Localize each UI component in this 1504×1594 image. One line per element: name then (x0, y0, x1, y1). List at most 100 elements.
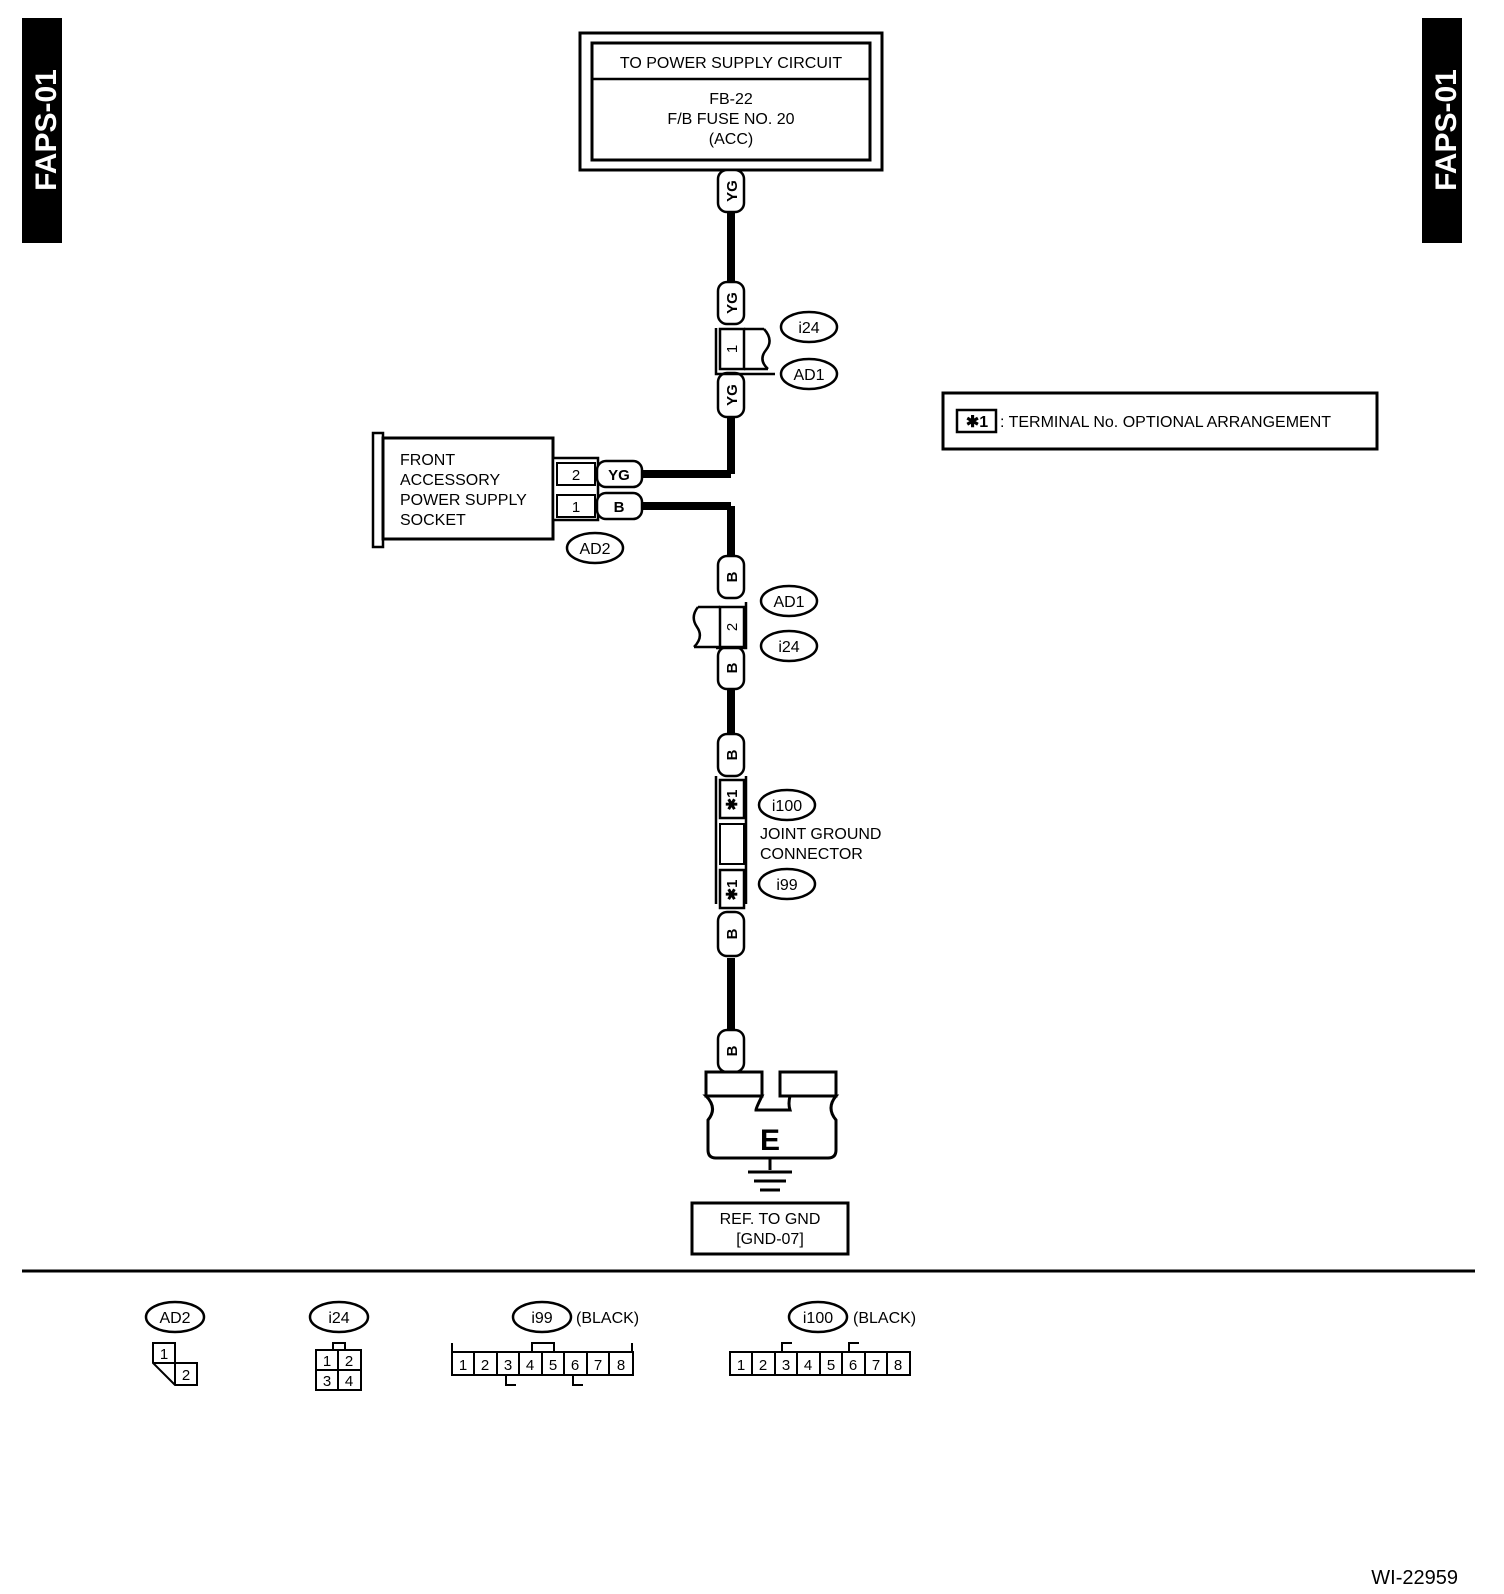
connector-i24-ad1-pin1: 1 (714, 327, 775, 376)
connector-view-i99-color: (BLACK) (576, 1310, 639, 1327)
power-supply-fuse-number: F/B FUSE NO. 20 (667, 111, 794, 128)
terminal-legend: ✱1 : TERMINAL No. OPTIONAL ARRANGEMENT (941, 391, 1379, 451)
svg-text:1: 1 (737, 1357, 745, 1374)
wire-tag-b-3: B (716, 732, 746, 778)
svg-text:YG: YG (724, 384, 741, 406)
svg-text:YG: YG (724, 292, 741, 314)
socket-label-line3: POWER SUPPLY (400, 492, 527, 509)
connector-view-i100: i100 (BLACK) 1 2 3 4 5 6 7 8 (729, 1300, 916, 1376)
svg-text:2: 2 (759, 1357, 767, 1374)
svg-text:B: B (724, 662, 741, 673)
connector-view-i99: i99 (BLACK) 1 2 3 4 5 6 7 8 (451, 1300, 639, 1386)
socket-pin-1: 1 (572, 499, 580, 516)
ground-terminal-e: E (702, 1070, 840, 1160)
svg-text:i99: i99 (776, 877, 797, 894)
wire-tag-b-4: B (716, 910, 746, 958)
wire-tag-yg-2: YG (716, 280, 746, 326)
connector-view-i24: i24 1 2 3 4 (308, 1300, 370, 1391)
ground-reference-box: REF. TO GND [GND-07] (690, 1201, 850, 1256)
connector-view-ad2: AD2 1 2 (144, 1300, 206, 1386)
svg-text:2: 2 (724, 623, 741, 631)
legend-text: : TERMINAL No. OPTIONAL ARRANGEMENT (1000, 414, 1331, 431)
wire-tag-yg-socket: YG (595, 459, 644, 489)
joint-ground-connector: ✱1 ✱1 (714, 776, 748, 910)
ground-ref-line1: REF. TO GND (720, 1211, 821, 1228)
svg-text:2: 2 (345, 1353, 353, 1370)
label-ad2: AD2 (565, 531, 625, 565)
svg-text:4: 4 (526, 1357, 534, 1374)
svg-text:4: 4 (804, 1357, 812, 1374)
svg-text:3: 3 (504, 1357, 512, 1374)
svg-text:i24: i24 (778, 639, 799, 656)
svg-text:YG: YG (608, 467, 630, 484)
front-accessory-socket: FRONT ACCESSORY POWER SUPPLY SOCKET 2 1 (371, 431, 600, 549)
svg-text:1: 1 (323, 1353, 331, 1370)
svg-text:6: 6 (849, 1357, 857, 1374)
wire-tag-b-2: B (716, 645, 746, 691)
svg-text:7: 7 (594, 1357, 602, 1374)
label-i24-upper: i24 (779, 310, 839, 344)
svg-text:5: 5 (549, 1357, 557, 1374)
connector-view-i100-label: i100 (803, 1310, 833, 1327)
wire-yg (640, 209, 735, 478)
power-supply-header: TO POWER SUPPLY CIRCUIT (620, 55, 842, 72)
svg-text:7: 7 (872, 1357, 880, 1374)
svg-text:B: B (614, 499, 625, 516)
svg-text:AD1: AD1 (773, 594, 804, 611)
wire-tag-yg-1: YG (716, 168, 746, 214)
label-i24-lower: i24 (759, 629, 819, 663)
connector-view-ad2-label: AD2 (159, 1310, 190, 1327)
svg-text:1: 1 (459, 1357, 467, 1374)
socket-label-line4: SOCKET (400, 512, 466, 529)
svg-text:B: B (724, 571, 741, 582)
svg-text:YG: YG (724, 180, 741, 202)
socket-label-line2: ACCESSORY (400, 472, 501, 489)
svg-text:2: 2 (481, 1357, 489, 1374)
wire-b (640, 502, 735, 1032)
connector-view-i24-label: i24 (328, 1310, 349, 1327)
svg-text:1: 1 (160, 1346, 168, 1363)
label-i100: i100 (757, 788, 817, 822)
svg-text:i24: i24 (798, 320, 819, 337)
svg-text:4: 4 (345, 1373, 353, 1390)
svg-text:3: 3 (323, 1373, 331, 1390)
socket-label-line1: FRONT (400, 452, 455, 469)
svg-text:AD2: AD2 (579, 541, 610, 558)
i99-pin: ✱1 (724, 880, 741, 901)
section-code-right: FAPS-01 (1430, 69, 1463, 191)
label-ad1-upper: AD1 (779, 357, 839, 391)
joint-ground-label-line1: JOINT GROUND (760, 826, 881, 843)
ground-symbol (748, 1158, 792, 1192)
wire-tag-yg-3: YG (716, 371, 746, 419)
svg-text:1: 1 (724, 345, 741, 353)
svg-text:6: 6 (571, 1357, 579, 1374)
connector-ad1-i24-pin2: 2 (692, 602, 748, 650)
wire-tag-b-socket: B (595, 491, 644, 521)
section-code-left: FAPS-01 (30, 69, 63, 191)
ground-ref-line2: [GND-07] (736, 1231, 804, 1248)
section-tab-left: FAPS-01 (22, 18, 63, 243)
power-supply-acc: (ACC) (709, 131, 753, 148)
svg-text:8: 8 (894, 1357, 902, 1374)
joint-ground-label-line2: CONNECTOR (760, 846, 863, 863)
connector-view-i100-color: (BLACK) (853, 1310, 916, 1327)
power-supply-box: TO POWER SUPPLY CIRCUIT FB-22 F/B FUSE N… (578, 31, 884, 172)
label-ad1-lower: AD1 (759, 584, 819, 618)
svg-text:B: B (724, 749, 741, 760)
wire-tag-b-1: B (716, 554, 746, 600)
svg-text:AD1: AD1 (793, 367, 824, 384)
power-supply-fuse-block: FB-22 (709, 91, 753, 108)
svg-text:2: 2 (182, 1367, 190, 1384)
i100-pin: ✱1 (724, 790, 741, 811)
svg-text:i100: i100 (772, 798, 802, 815)
svg-text:3: 3 (782, 1357, 790, 1374)
svg-text:B: B (724, 1045, 741, 1056)
svg-text:8: 8 (617, 1357, 625, 1374)
connector-view-i99-label: i99 (531, 1310, 552, 1327)
svg-text:B: B (724, 928, 741, 939)
legend-symbol: ✱1 (966, 414, 988, 431)
figure-id: WI-22959 (1371, 1567, 1458, 1589)
ground-symbol-e: E (760, 1124, 780, 1157)
label-i99: i99 (757, 867, 817, 901)
